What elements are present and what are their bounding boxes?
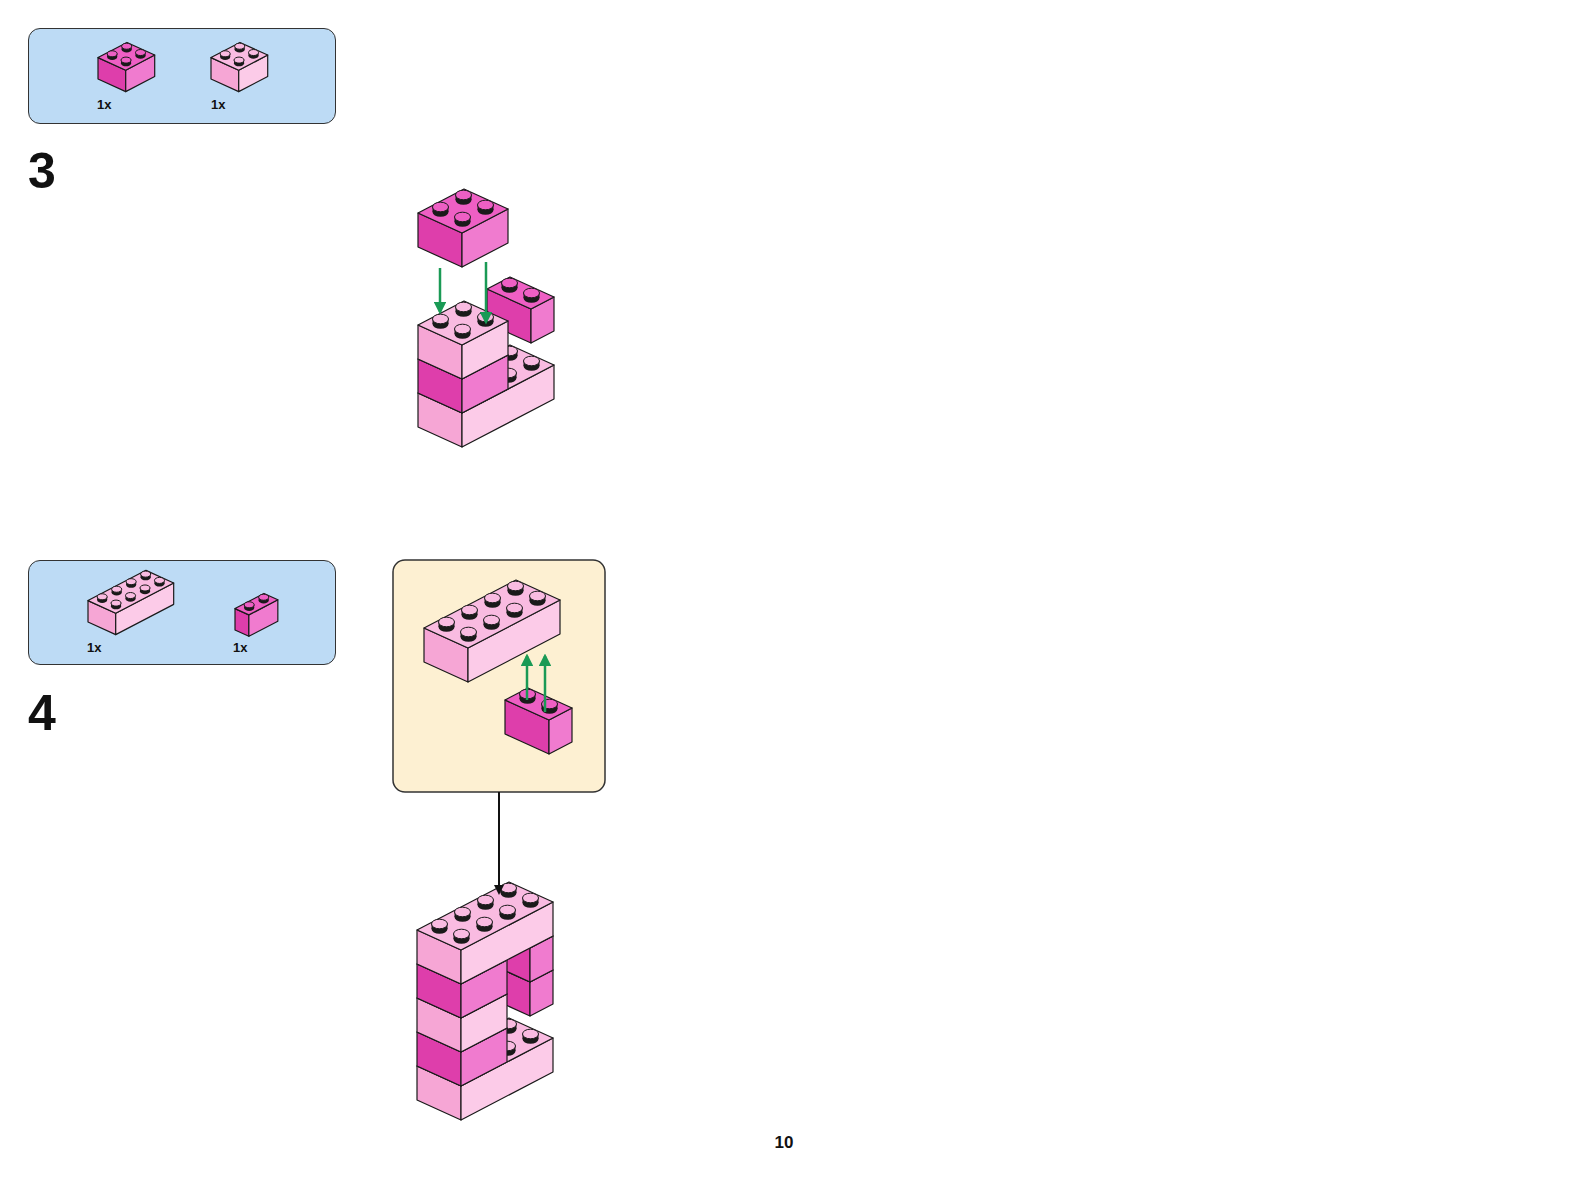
brick [98,42,155,91]
brick-face [418,301,508,345]
stud [500,905,516,920]
stud [478,895,494,910]
stud [433,202,449,217]
stud [485,593,501,608]
brick-models [417,189,572,1120]
stud [477,917,493,932]
stud [126,579,136,588]
stud [454,929,470,944]
stud [456,302,472,317]
brick-face [88,570,174,613]
stud [461,627,477,642]
assembly-arrow [485,262,488,322]
stud [234,57,244,66]
stud [484,615,500,630]
stud [432,919,448,934]
stud [259,594,269,603]
stud [111,600,121,609]
assembly-arrow [526,656,529,700]
page-number: 10 [775,1134,794,1151]
brick-face [505,688,572,720]
stud [524,288,540,303]
stud [501,883,517,898]
stud [121,57,131,66]
stud [220,51,230,60]
assembly-arrow [439,268,442,312]
parts-panel: 1x 1x [28,28,336,124]
brick-face [487,277,554,309]
stud [97,594,107,603]
stud [235,43,245,52]
brick [211,42,268,91]
part-icons [29,561,337,666]
assembly-arrows [440,262,545,893]
stud [508,581,524,596]
stud [107,51,117,60]
brick [88,570,174,634]
brick [417,882,553,984]
stud [141,571,151,580]
stud [125,593,135,602]
brick-face [98,42,155,70]
stud [523,893,539,908]
stud [456,190,472,205]
part-count: 1x [97,98,111,111]
stud [455,907,471,922]
step-number: 4 [28,688,56,738]
stud [122,43,132,52]
stud [244,602,254,611]
part-icons [29,29,337,125]
stud [112,586,122,595]
part-count: 1x [87,641,101,654]
stud [248,50,258,59]
brick [418,301,508,379]
part-count: 1x [233,641,247,654]
brick-face [418,189,508,233]
brick-face [235,593,278,614]
brick [418,189,508,267]
stud [507,603,523,618]
assembly-arrow [544,656,547,712]
stud [455,324,471,339]
stud [524,356,540,371]
stud [478,200,494,215]
stud [140,585,150,594]
stud [135,50,145,59]
stud [530,591,546,606]
brick-face [424,580,560,648]
stud [502,278,518,293]
stud [433,314,449,329]
stud [462,605,478,620]
brick [424,580,560,682]
brick-face [417,882,553,950]
stud [455,212,471,227]
brick-face [211,42,268,70]
brick [505,688,572,754]
callout-box [393,560,605,792]
stud [439,617,455,632]
part-count: 1x [211,98,225,111]
parts-panel: 1x 1x [28,560,336,665]
stud [523,1029,539,1044]
assembly-arrow [498,792,500,893]
step-number: 3 [28,146,56,196]
brick [235,593,278,636]
stud [154,577,164,586]
